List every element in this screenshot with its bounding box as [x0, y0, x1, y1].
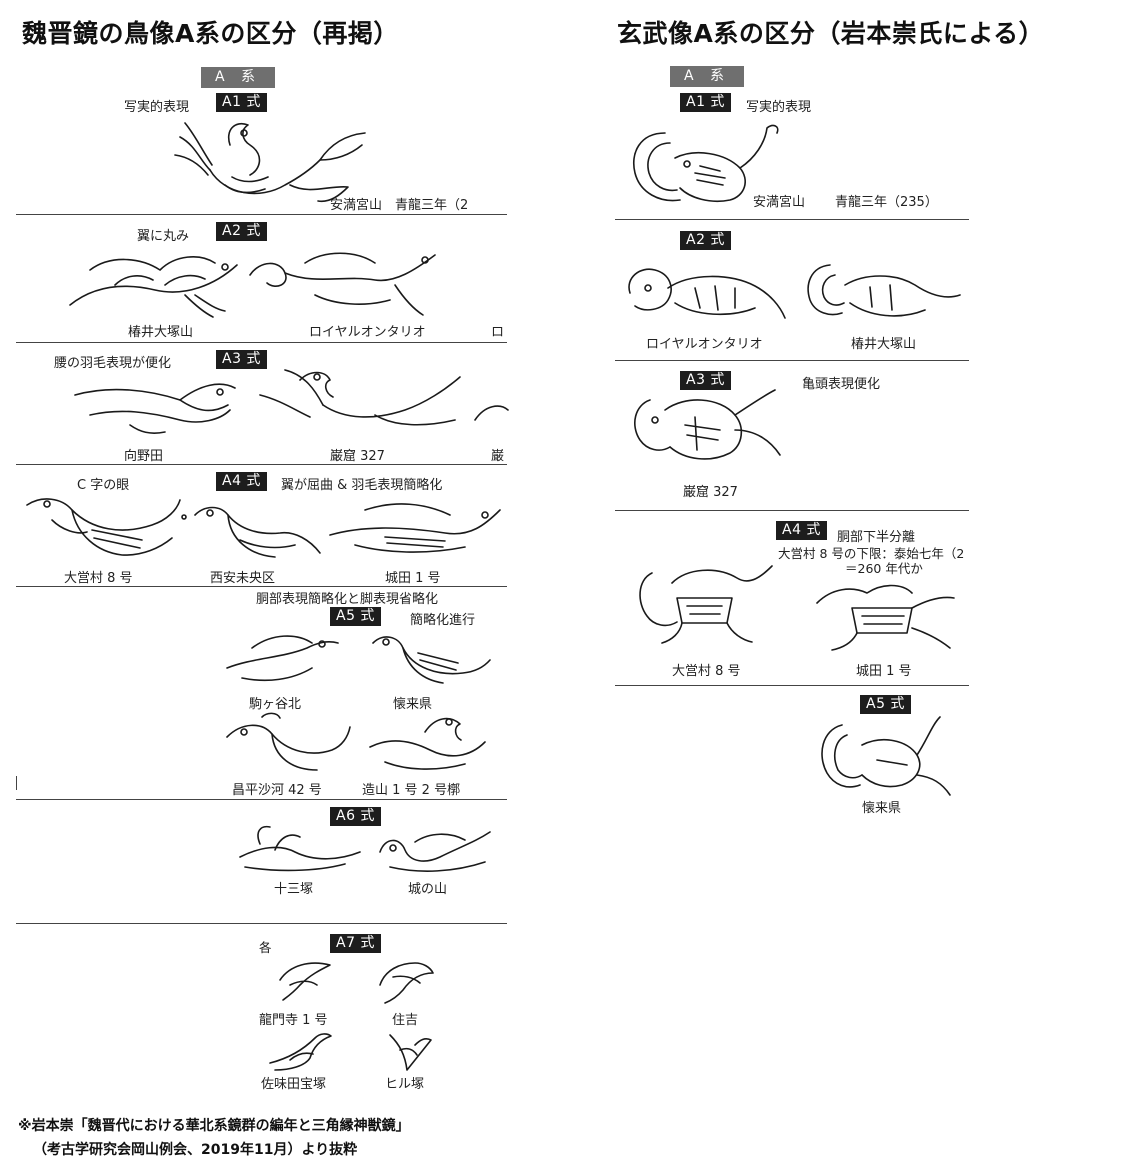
- bird-figure-a2-1: [69, 256, 238, 318]
- turtle-figure-a2-2: [807, 264, 961, 317]
- left-a5-note-top: 胴部表現簡略化と脚表現省略化: [256, 592, 439, 607]
- bird-figure-a3-3: [474, 405, 509, 421]
- bird-figure-a6-2: [379, 831, 491, 872]
- left-divider-4: [16, 586, 507, 587]
- left-a4-label-1: 大営村 8 号: [64, 571, 133, 586]
- left-a1-note: 写実的表現: [124, 100, 190, 115]
- left-a4-note: 翼が屈曲 & 羽毛表現簡略化: [281, 478, 443, 493]
- turtle-figure-a4-2: [816, 584, 955, 651]
- left-a7-label-3: 佐味田宝塚: [261, 1077, 327, 1092]
- left-a5-note: 簡略化進行: [410, 613, 476, 628]
- left-a2-label-2: ロイヤルオンタリオ: [309, 325, 426, 340]
- left-a2-tag: A2 式: [216, 222, 267, 241]
- bird-figure-a5-1: [226, 635, 339, 682]
- right-divider-2: [615, 360, 969, 361]
- turtle-figure-a3: [634, 389, 781, 460]
- bird-figure-a4-1: [26, 498, 181, 556]
- left-a3-label-3: 巌: [491, 449, 505, 464]
- left-a2-label-3: ロ: [491, 325, 505, 340]
- bird-figure-a1: [174, 122, 366, 203]
- left-a4-label-3: 城田 1 号: [385, 571, 441, 586]
- bird-figure-a3-2: [259, 369, 461, 426]
- bird-figure-a5-2: [372, 636, 491, 684]
- left-a7-label-1: 龍門寺 1 号: [259, 1013, 328, 1028]
- right-a4-note-3: ＝260 年代か: [845, 561, 923, 576]
- bird-figure-a7-2: [379, 962, 434, 1004]
- left-a4-note-left: C 字の眼: [77, 478, 130, 493]
- right-a4-note: 胴部下半分離: [837, 530, 916, 545]
- footnote-line-2: （考古学研究会岡山例会、2019年11月）より抜粋: [33, 1142, 358, 1158]
- right-divider-4: [615, 685, 969, 686]
- right-a3-tag: A3 式: [680, 371, 731, 390]
- left-edge-mark: [16, 776, 17, 790]
- bird-figure-a4-2: [181, 506, 321, 558]
- bird-figure-a6-1: [239, 825, 361, 872]
- left-title: 魏晋鏡の鳥像A系の区分（再掲）: [22, 19, 399, 48]
- left-a7-label-4: ヒル塚: [385, 1077, 425, 1092]
- left-a3-tag: A3 式: [216, 350, 267, 369]
- left-a7-note: 各: [259, 940, 272, 955]
- left-divider-3: [16, 464, 507, 465]
- left-a6-label-1: 十三塚: [274, 882, 314, 897]
- left-divider-6: [16, 923, 507, 924]
- left-a1-tag: A1 式: [216, 93, 267, 112]
- left-a5-tag: A5 式: [330, 607, 381, 626]
- left-a4-tag: A4 式: [216, 472, 267, 491]
- turtle-figure-a1: [633, 124, 779, 203]
- bird-figure-a4-3: [329, 503, 501, 553]
- right-a5-label-1: 懐来県: [862, 801, 902, 816]
- right-a4-label-2: 城田 1 号: [856, 664, 912, 679]
- bird-figure-a7-4: [389, 1034, 432, 1071]
- left-a7-label-2: 住吉: [392, 1013, 419, 1028]
- turtle-figure-a4-1: [639, 565, 773, 644]
- turtle-figure-a2-1: [628, 268, 786, 319]
- right-a1-label-2: 青龍三年（235）: [835, 195, 938, 210]
- left-a6-label-2: 城の山: [408, 882, 448, 897]
- bird-figure-a7-3: [269, 1033, 332, 1071]
- right-a2-label-1: ロイヤルオンタリオ: [646, 337, 763, 352]
- right-a2-label-2: 椿井大塚山: [851, 337, 917, 352]
- left-a4-label-2: 西安未央区: [210, 571, 276, 586]
- right-a1-tag: A1 式: [680, 93, 731, 112]
- left-divider-2: [16, 342, 507, 343]
- left-a7-tag: A7 式: [330, 934, 381, 953]
- right-a3-label-1: 巌窟 327: [683, 485, 738, 500]
- left-a5-label-3: 昌平沙河 42 号: [232, 783, 322, 798]
- bird-figure-a2-2: [249, 252, 436, 316]
- bird-figure-a7-1: [279, 962, 331, 1001]
- right-a5-tag: A5 式: [860, 695, 911, 714]
- bird-figure-a5-3: [226, 712, 351, 771]
- left-a6-tag: A6 式: [330, 807, 381, 826]
- turtle-figure-a5: [821, 716, 951, 796]
- right-a4-note-2: 大営村 8 号の下限：泰始七年（2: [778, 546, 965, 561]
- right-divider-1: [615, 219, 969, 220]
- left-a2-label-1: 椿井大塚山: [128, 325, 194, 340]
- right-series-header: A 系: [670, 66, 745, 87]
- right-a2-tag: A2 式: [680, 231, 731, 250]
- left-divider-1: [16, 214, 507, 215]
- right-title: 玄武像A系の区分（岩本崇氏による）: [617, 19, 1045, 48]
- left-series-header: A 系: [201, 67, 276, 88]
- right-a4-label-1: 大営村 8 号: [672, 664, 741, 679]
- left-a5-label-2: 懐来県: [393, 697, 433, 712]
- right-a1-label-1: 安満宮山: [753, 195, 806, 210]
- right-divider-3: [615, 510, 969, 511]
- right-a4-tag: A4 式: [776, 521, 827, 540]
- left-a1-label-1: 安満宮山 青龍三年（2: [330, 198, 469, 213]
- bird-figure-a5-4: [369, 717, 486, 770]
- bird-figure-a3-1: [74, 383, 236, 434]
- left-a3-label-2: 巌窟 327: [330, 449, 385, 464]
- footnote-line-1: ※岩本崇「魏晋代における華北系鏡群の編年と三角縁神獣鏡」: [18, 1118, 410, 1134]
- left-a5-label-1: 駒ヶ谷北: [249, 697, 302, 712]
- left-a3-note: 腰の羽毛表現が便化: [54, 356, 172, 371]
- right-a3-note: 亀頭表現便化: [802, 377, 881, 392]
- left-a3-label-1: 向野田: [124, 449, 164, 464]
- left-a5-label-4: 造山 1 号 2 号槨: [362, 783, 461, 798]
- left-divider-5: [16, 799, 507, 800]
- left-a2-note: 翼に丸み: [137, 229, 190, 244]
- right-a1-note: 写実的表現: [746, 100, 812, 115]
